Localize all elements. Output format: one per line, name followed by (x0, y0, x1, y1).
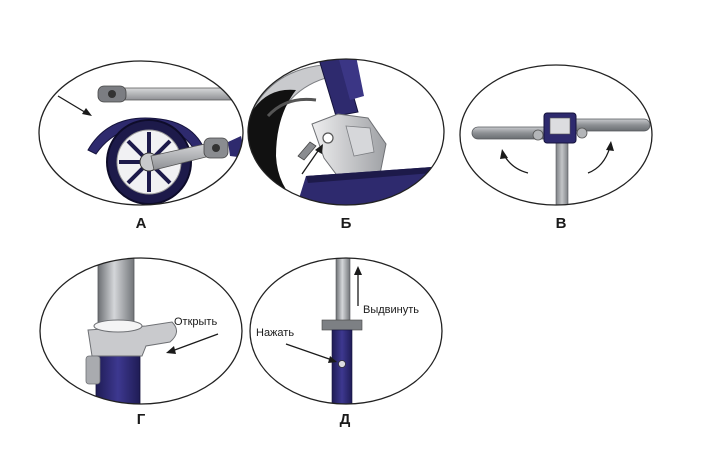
arrow-icon (301, 144, 323, 175)
panel-b (246, 56, 446, 208)
panel-g-frame (39, 257, 243, 405)
panel-a-frame (38, 60, 244, 206)
panel-d-letter: Д (339, 411, 351, 428)
callout-push: Нажать (256, 327, 294, 339)
panel-v-frame (459, 64, 653, 206)
panel-d: Выдвинуть Нажать (248, 256, 444, 406)
stem-tube (317, 59, 359, 117)
outer-tube (95, 347, 141, 404)
hinge-bolt (108, 90, 116, 98)
callout-extend: Выдвинуть (363, 304, 419, 316)
deck-rail (105, 87, 243, 101)
handlebar-stem (555, 138, 569, 205)
panel-g-illustration: Открыть (39, 257, 243, 405)
panel-v-illustration (459, 64, 653, 206)
release-button (338, 360, 346, 368)
callout-open: Открыть (174, 316, 217, 328)
panel-a-letter: А (135, 215, 147, 232)
arrow-icon (166, 333, 219, 354)
panel-g: Открыть (38, 256, 244, 406)
panel-d-illustration: Выдвинуть Нажать (249, 257, 443, 405)
arrow-icon (354, 266, 362, 306)
panel-d-frame (249, 257, 443, 405)
left-clamp-knob (532, 129, 544, 141)
panel-v (458, 63, 654, 208)
curved-arrow-icon (587, 141, 614, 174)
lock-bolt (322, 132, 334, 144)
inner-tube (335, 258, 351, 323)
panel-b-letter: Б (340, 215, 352, 232)
fold-lever (297, 141, 317, 161)
arrow-icon (285, 343, 337, 363)
clamp-collar (321, 319, 363, 331)
handlebar-icon (471, 112, 651, 205)
outer-tube (331, 329, 353, 404)
arrow-icon (57, 95, 92, 116)
curved-arrow-icon (500, 149, 529, 174)
clamp-icon (85, 319, 177, 385)
inner-tube (97, 258, 135, 327)
panel-g-letter: Г (136, 411, 146, 428)
panel-a (36, 58, 246, 208)
panel-b-illustration (247, 58, 445, 206)
panel-a-illustration (38, 60, 244, 206)
deck-end (228, 136, 243, 158)
panel-v-letter: В (555, 215, 567, 232)
right-clamp-knob (576, 127, 588, 139)
display-screen (549, 117, 571, 135)
panel-b-frame (247, 58, 445, 206)
